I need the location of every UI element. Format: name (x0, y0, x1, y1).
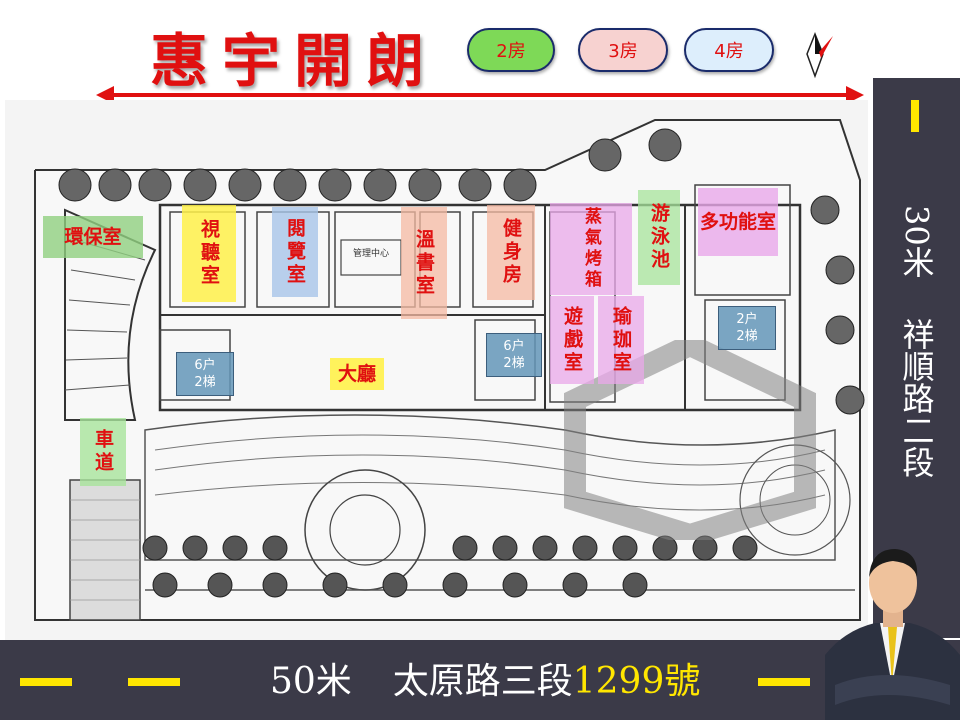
right-street-panel (873, 78, 960, 638)
facility-lobby[interactable]: 大廳 (330, 358, 384, 390)
north-compass-icon (806, 31, 833, 79)
facility-reading-room[interactable]: 閱覽室 (272, 207, 318, 297)
agent-portrait (825, 549, 960, 720)
frontage-arrow (96, 86, 864, 104)
unit-tag-east[interactable]: 2户 2梯 (718, 306, 776, 350)
site-plan: 管理中心 (5, 100, 868, 640)
right-street-width: 30米 (897, 205, 936, 278)
watermark-hexagon (564, 340, 816, 540)
yellow-marker-bottom-2 (128, 678, 180, 686)
facility-gym[interactable]: 健身房 (487, 205, 535, 300)
facility-multipurpose-room[interactable]: 多功能室 (698, 188, 778, 256)
bottom-street-name: 太原路三段 (392, 661, 573, 702)
unit-east-elevators: 2梯 (736, 329, 758, 344)
unit-center-elevators: 2梯 (503, 356, 525, 371)
room-type-2-pill[interactable]: 2房 (467, 28, 555, 72)
facility-swimming-pool[interactable]: 游泳池 (638, 190, 680, 285)
lobby-center-text: 管理中心 (353, 247, 389, 259)
bottom-street-info: 50米 太原路三段1299號 (270, 652, 700, 704)
facility-av-room[interactable]: 視聽室 (182, 205, 236, 302)
bottom-street-number: 1299號 (572, 661, 701, 702)
facility-yoga-room[interactable]: 瑜珈室 (598, 296, 644, 384)
unit-tag-west[interactable]: 6户 2梯 (176, 352, 234, 396)
facility-game-room[interactable]: 遊戲室 (550, 296, 594, 384)
facility-recycling-room[interactable]: 環保室 (43, 216, 143, 258)
unit-tag-center[interactable]: 6户 2梯 (486, 333, 542, 377)
bottom-street-width: 50米 (270, 661, 352, 702)
facility-driveway[interactable]: 車道 (80, 418, 126, 486)
page-title: 惠宇開朗 (150, 27, 439, 95)
right-street-name: 祥順路二段 (897, 317, 936, 478)
yellow-marker-right (911, 100, 919, 132)
facility-sauna[interactable]: 蒸氣烤箱 (550, 203, 632, 295)
yellow-marker-bottom-3 (758, 678, 810, 686)
facility-study-room[interactable]: 溫書室 (401, 207, 447, 319)
unit-center-households: 6户 (503, 339, 525, 354)
yellow-marker-bottom-1 (20, 678, 72, 686)
room-type-3-pill[interactable]: 3房 (578, 28, 668, 72)
room-type-4-pill[interactable]: 4房 (684, 28, 774, 72)
right-street-info: 30米 祥順路二段 (873, 205, 960, 478)
unit-west-elevators: 2梯 (194, 375, 216, 390)
unit-west-households: 6户 (194, 358, 216, 373)
unit-east-households: 2户 (736, 312, 758, 327)
